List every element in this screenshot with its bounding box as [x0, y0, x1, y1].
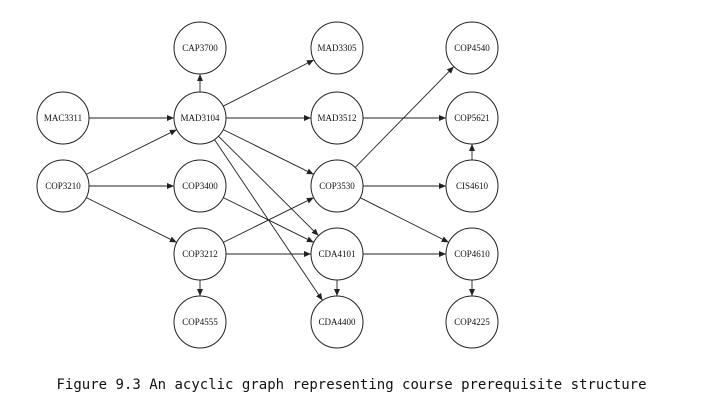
node-cop5621: COP5621 — [445, 91, 499, 145]
node-label: CDA4400 — [318, 317, 356, 327]
node-cap3700: CAP3700 — [173, 21, 227, 75]
node-mad3104: MAD3104 — [173, 91, 227, 145]
node-cop4555: COP4555 — [173, 295, 227, 349]
node-label: COP4225 — [454, 317, 490, 327]
node-mad3305: MAD3305 — [310, 21, 364, 75]
node-circle — [310, 159, 364, 213]
node-mad3512: MAD3512 — [310, 91, 364, 145]
node-label: COP3210 — [45, 181, 81, 191]
node-circle — [310, 227, 364, 281]
node-circle — [310, 91, 364, 145]
edges-layer — [86, 59, 475, 301]
node-circle — [445, 159, 499, 213]
node-label: CIS4610 — [456, 181, 489, 191]
node-label: COP3400 — [182, 181, 218, 191]
node-label: CAP3700 — [182, 43, 218, 53]
node-cop3400: COP3400 — [173, 159, 227, 213]
node-cis4610: CIS4610 — [445, 159, 499, 213]
node-cda4101: CDA4101 — [310, 227, 364, 281]
node-circle — [173, 21, 227, 75]
node-cop4225: COP4225 — [445, 295, 499, 349]
edge-cop3530-to-cop4540 — [354, 66, 454, 168]
node-label: COP3212 — [182, 249, 218, 259]
edge-mad3104-to-cop3530 — [223, 129, 314, 175]
node-circle — [445, 91, 499, 145]
edge-cop3212-to-cop3530 — [223, 197, 314, 243]
node-label: MAD3512 — [317, 113, 356, 123]
node-cop3212: COP3212 — [173, 227, 227, 281]
node-circle — [310, 295, 364, 349]
node-cda4400: CDA4400 — [310, 295, 364, 349]
node-circle — [310, 21, 364, 75]
node-cop3210: COP3210 — [36, 159, 90, 213]
node-label: MAC3311 — [44, 113, 82, 123]
node-label: COP4610 — [454, 249, 490, 259]
node-label: COP5621 — [454, 113, 490, 123]
node-circle — [445, 227, 499, 281]
node-label: MAD3305 — [317, 43, 357, 53]
node-mac3311: MAC3311 — [36, 91, 90, 145]
edge-mad3104-to-mad3305 — [222, 59, 314, 107]
edge-cop3530-to-cop4610 — [359, 197, 449, 243]
node-cop4540: COP4540 — [445, 21, 499, 75]
node-label: COP4555 — [182, 317, 218, 327]
node-label: COP3530 — [319, 181, 355, 191]
node-circle — [173, 91, 227, 145]
node-circle — [445, 21, 499, 75]
figure-caption: Figure 9.3 An acyclic graph representing… — [56, 377, 647, 393]
node-label: COP4540 — [454, 43, 490, 53]
node-circle — [36, 159, 90, 213]
node-label: CDA4101 — [318, 249, 355, 259]
edge-cop3210-to-cop3212 — [86, 197, 177, 243]
node-circle — [36, 91, 90, 145]
node-label: MAD3104 — [180, 113, 220, 123]
node-circle — [173, 159, 227, 213]
node-circle — [445, 295, 499, 349]
node-circle — [173, 295, 227, 349]
node-circle — [173, 227, 227, 281]
node-cop4610: COP4610 — [445, 227, 499, 281]
edge-mad3104-to-cda4101 — [218, 135, 319, 236]
node-cop3530: COP3530 — [310, 159, 364, 213]
edge-cop3210-to-mad3104 — [86, 129, 177, 175]
